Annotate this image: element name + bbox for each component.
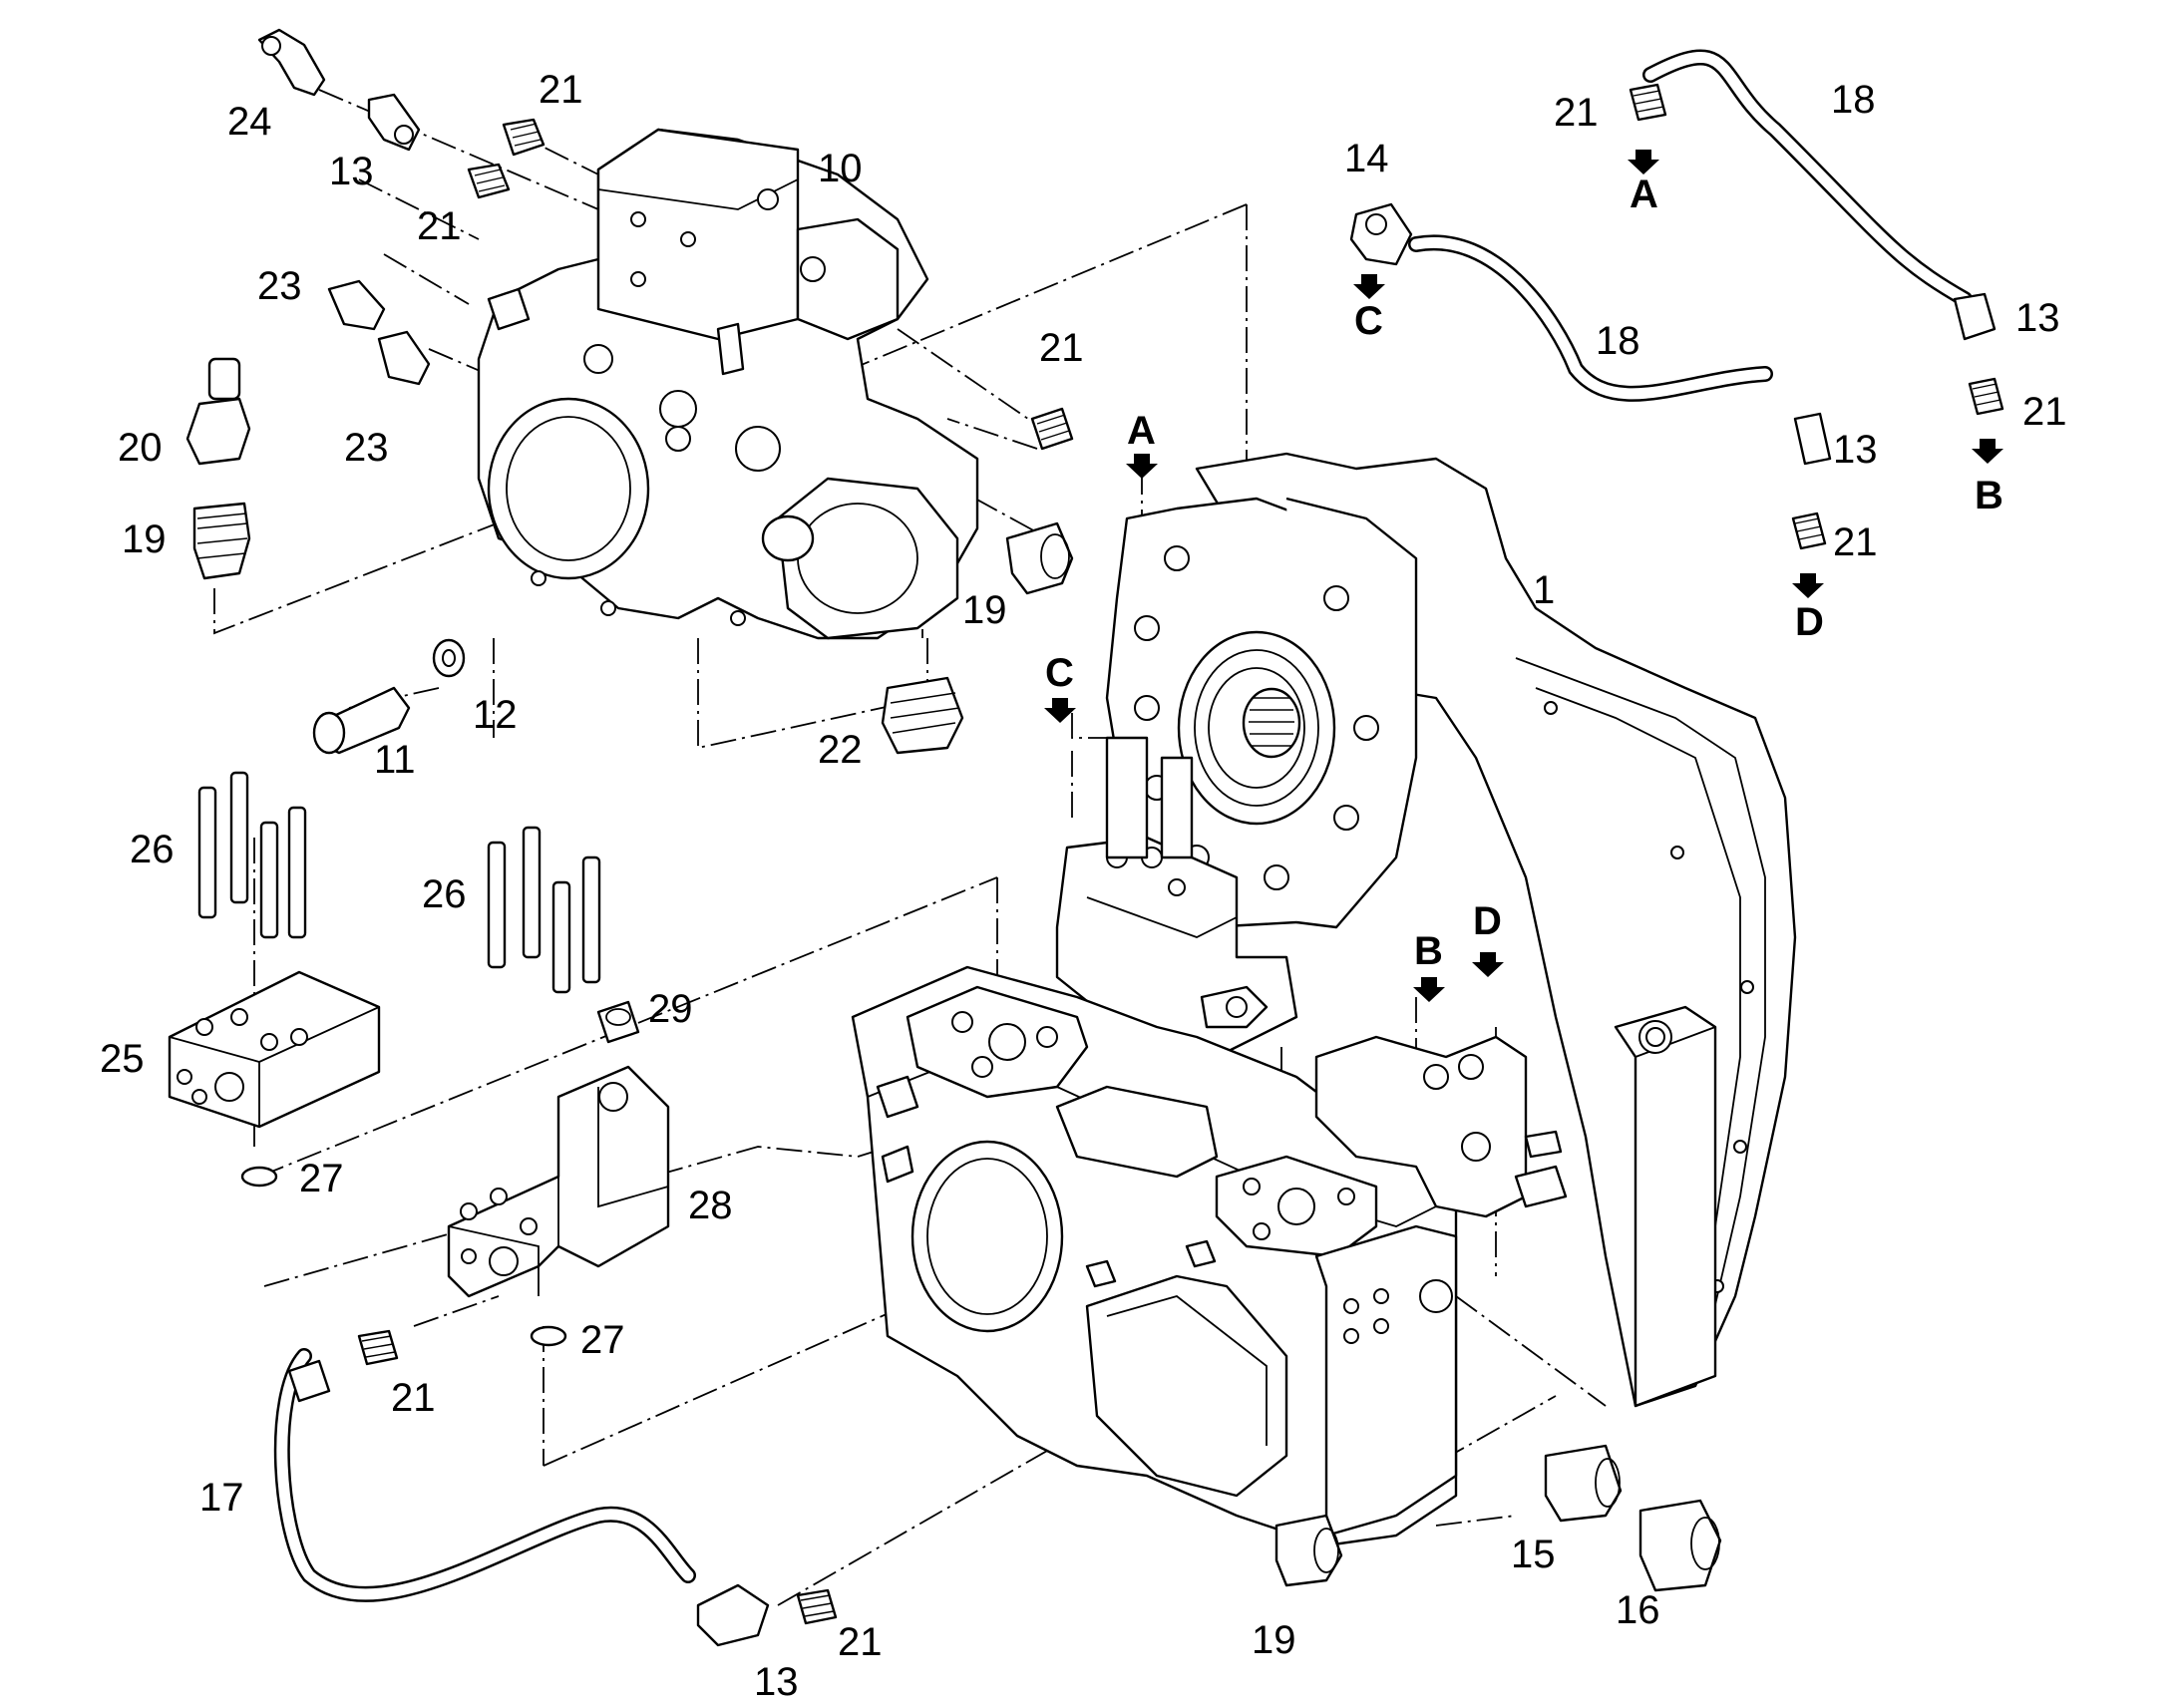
part-25-manifold-block [168,970,381,1129]
callout-1: 1 [1533,568,1555,612]
part-18-hose-right [1642,49,1973,307]
ref-b-body: B [1414,929,1443,973]
callout-21: 21 [838,1620,883,1664]
part-27-o-ring-left [240,1166,278,1188]
part-1-gearbox-housing [1195,452,1797,1408]
callout-21: 21 [539,68,583,112]
part-29-plug [596,1000,640,1044]
callout-21: 21 [2022,390,2067,434]
callout-26: 26 [130,828,175,871]
callout-13: 13 [2015,296,2060,340]
ref-d-body: D [1473,899,1502,943]
part-21-nipple-top-2 [467,163,511,199]
callout-19: 19 [1252,1618,1296,1662]
part-21-nipple-bottom [796,1588,838,1625]
part-27-o-ring-right [530,1325,567,1347]
part-13-tee-bottom [696,1583,770,1647]
part-19-adapter-pump [1005,521,1074,595]
callout-19: 19 [962,588,1007,632]
ref-a-body: A [1127,409,1156,453]
callout-10: 10 [818,147,863,190]
part-13-banjo-top-left [367,93,421,152]
arrow-a-top [1628,150,1659,174]
callout-23: 23 [344,426,389,470]
arrow-c-body [1044,698,1076,723]
arrow-d-body [1472,952,1504,977]
part-24-elbow-fitting [257,28,326,97]
callout-26: 26 [422,872,467,916]
callout-21: 21 [417,204,462,248]
part-23-plug-upper [327,279,386,331]
part-13-banjo-top-right [1953,292,1997,341]
part-26-bolts-left [197,771,307,939]
part-12-washer [432,638,466,678]
part-23-plug-lower [377,330,431,386]
part-22-plug [881,676,964,755]
callout-13: 13 [329,150,374,193]
callout-20: 20 [118,426,163,470]
callout-17: 17 [199,1476,244,1520]
arrow-d-right [1792,573,1824,598]
part-11-cap-screw [312,686,411,755]
callout-15: 15 [1511,1533,1556,1576]
ref-a-top: A [1630,172,1658,216]
arrow-c-left [1353,274,1385,299]
part-21-nipple-top-1 [502,118,545,157]
ref-d-right: D [1795,600,1824,644]
arrow-b-right [1972,439,2003,464]
part-16-union-nut [1638,1499,1722,1592]
callout-14: 14 [1344,137,1389,180]
callout-labels: 1 10 11 12 13 13 13 13 14 15 16 17 18 18… [100,68,2067,1704]
callout-18: 18 [1596,319,1640,363]
part-17-hose [273,1348,696,1602]
callout-21: 21 [1833,520,1878,564]
part-18-hose-left [1408,234,1773,402]
callout-13: 13 [1833,428,1878,472]
callout-11: 11 [374,738,416,782]
callout-23: 23 [257,264,302,308]
part-26-bolts-right [487,826,601,994]
callout-29: 29 [648,987,693,1031]
arrow-a-body [1126,454,1158,479]
connection-letters: A B C D A C B D [1045,172,2003,973]
callout-27: 27 [580,1318,625,1362]
callout-21: 21 [1039,326,1084,370]
ref-c-body: C [1045,651,1074,695]
part-14-elbow [1349,202,1413,266]
callout-21: 21 [1554,91,1599,135]
callout-19: 19 [122,517,167,561]
callout-21: 21 [391,1376,436,1420]
callout-24: 24 [227,100,272,144]
main-pump-housing [851,965,1458,1547]
part-20-union-nut [185,357,251,466]
part-10-hydraulic-pump [477,128,979,640]
part-15-adapter [1544,1444,1623,1523]
callout-25: 25 [100,1037,145,1081]
part-21-nipple-hose-right [1968,377,2004,416]
center-valve-block [1055,736,1298,1059]
part-21-nipple-hose-mid [1791,512,1827,550]
right-valve-block [1314,1035,1568,1218]
ref-b-right: B [1975,474,2003,517]
arrow-b-body [1413,977,1445,1002]
callout-13: 13 [754,1660,799,1704]
part-28-manifold-block [447,1065,670,1298]
part-13-banjo-mid [1793,412,1832,466]
callout-27: 27 [299,1157,344,1200]
part-21-nipple-pump-right [1030,407,1074,451]
part-19-adapter-left [192,502,251,580]
callout-12: 12 [473,693,518,737]
callout-22: 22 [818,728,863,772]
ref-c-left: C [1354,299,1383,343]
callout-28: 28 [688,1184,733,1227]
callout-16: 16 [1616,1588,1660,1632]
part-21-nipple-hose-top [1629,83,1667,122]
reference-arrows [1044,150,2003,1002]
callout-18: 18 [1831,78,1876,122]
part-19-adapter-bottom [1274,1514,1343,1587]
part-21-nipple-lower-left [357,1329,399,1366]
